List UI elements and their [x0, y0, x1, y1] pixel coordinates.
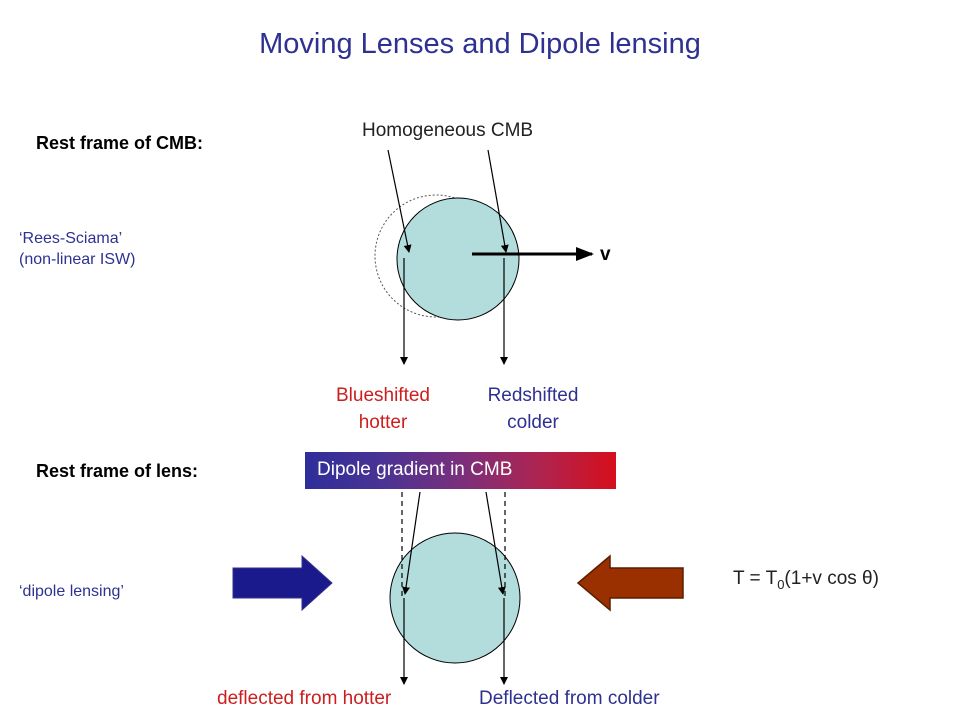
- velocity-label: v: [600, 244, 611, 265]
- redshifted-line2: colder: [507, 412, 559, 433]
- left-incoming-ray: [387, 149, 412, 253]
- blueshifted-caption: Blueshifted hotter: [318, 382, 448, 436]
- deflected-hotter-caption: deflected from hotter: [217, 688, 392, 709]
- incoming-from-right-arrow: [576, 554, 684, 612]
- right-deflected-incoming-ray: [485, 491, 506, 595]
- blueshifted-line2: hotter: [358, 412, 408, 433]
- formula-subscript: 0: [777, 576, 785, 592]
- dipole-gradient-bar: Dipole gradient in CMB: [305, 452, 616, 489]
- temperature-formula: T = T0(1+v cos θ): [733, 568, 879, 592]
- rees-sciama-line1: ‘Rees-Sciama’: [19, 230, 123, 247]
- right-incoming-ray: [487, 149, 509, 253]
- rees-sciama-note: ‘Rees-Sciama’ (non-linear ISW): [19, 228, 135, 270]
- blueshifted-line1: Blueshifted: [335, 385, 430, 406]
- moving-lens-circle: [396, 197, 520, 321]
- dipole-lensing-note: ‘dipole lensing’: [19, 583, 124, 600]
- page-title: Moving Lenses and Dipole lensing: [259, 28, 701, 60]
- formula-suffix: (1+v cos θ): [784, 568, 879, 589]
- formula-prefix: T = T: [733, 568, 778, 589]
- redshifted-caption: Redshifted colder: [468, 382, 598, 436]
- redshifted-line1: Redshifted: [487, 385, 579, 406]
- static-lens-circle: [389, 532, 521, 664]
- incoming-from-left-arrow: [232, 554, 333, 612]
- deflected-colder-caption: Deflected from colder: [479, 688, 660, 709]
- left-deflected-incoming-ray: [402, 491, 421, 595]
- homogeneous-cmb-label: Homogeneous CMB: [362, 120, 534, 141]
- lens-frame-label: Rest frame of lens:: [36, 461, 199, 481]
- rees-sciama-line2: (non-linear ISW): [19, 251, 136, 268]
- cmb-frame-label: Rest frame of CMB:: [36, 133, 204, 153]
- dipole-gradient-label: Dipole gradient in CMB: [317, 459, 513, 480]
